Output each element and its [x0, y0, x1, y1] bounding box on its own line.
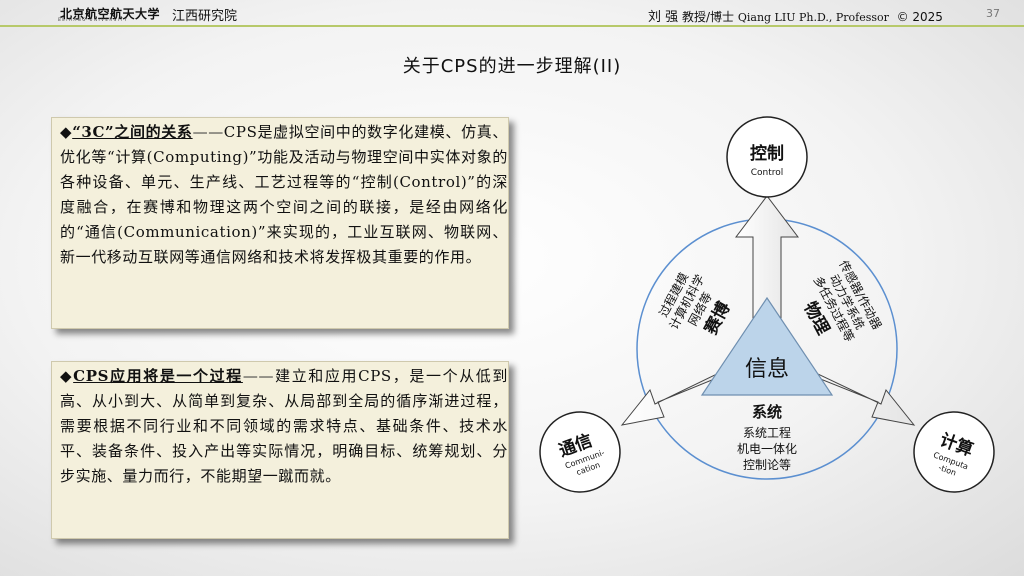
- communication-node: [539, 411, 621, 493]
- author-english: Qiang LIU Ph.D., Professor: [737, 11, 889, 24]
- paragraph-heading: CPS应用将是一个过程: [73, 367, 243, 385]
- dash: ——: [192, 123, 224, 141]
- copyright: © 2025: [896, 10, 943, 24]
- text-box-3c-relationship: ◆“3C”之间的关系——CPS是虚拟空间中的数字化建模、仿真、优化等“计算(Co…: [51, 117, 509, 329]
- dash: ——: [242, 367, 275, 385]
- center-label: 信息: [745, 357, 789, 382]
- paragraph: ◆CPS应用将是一个过程——建立和应用CPS，是一个从低到高、从小到大、从简单到…: [52, 362, 508, 489]
- control-node: [726, 116, 808, 198]
- header-divider: [0, 25, 1024, 27]
- institute-name: 江西研究院: [172, 9, 238, 24]
- system-line-2: 机电一体化: [737, 442, 797, 456]
- slide-title: 关于CPS的进一步理解(II): [402, 56, 622, 77]
- center-triangle: [700, 296, 834, 396]
- page-number: 37: [986, 7, 1000, 20]
- system-line-3: 控制论等: [743, 458, 791, 472]
- computation-node: [913, 411, 995, 493]
- university-logo: 北京航空航天大学: [60, 7, 161, 21]
- cps-3c-diagram: 信息 控制 Control 通信 Communi- cation 计算 Comp…: [539, 116, 995, 493]
- paragraph-heading: “3C”之间的关系: [72, 123, 193, 141]
- author-name: 刘 强: [648, 10, 679, 25]
- paragraph-body: CPS是虚拟空间中的数字化建模、仿真、优化等“计算(Computing)”功能及…: [60, 123, 508, 266]
- control-label-en: Control: [751, 168, 784, 178]
- system-label: 系统: [752, 403, 782, 421]
- diamond-bullet-icon: ◆: [60, 123, 73, 141]
- university-logo-subtext: BEIHANG UNIVERSITY: [58, 17, 129, 22]
- header-bar: 北京航空航天大学 BEIHANG UNIVERSITY 江西研究院 刘 强 教授…: [0, 0, 1024, 26]
- text-box-cps-process: ◆CPS应用将是一个过程——建立和应用CPS，是一个从低到高、从小到大、从简单到…: [51, 361, 509, 539]
- system-line-1: 系统工程: [743, 425, 791, 440]
- author-title: 教授/博士: [681, 10, 735, 24]
- diamond-bullet-icon: ◆: [60, 367, 74, 385]
- control-label-cn: 控制: [750, 143, 784, 164]
- paragraph-body: 建立和应用CPS，是一个从低到高、从小到大、从简单到复杂、从局部到全局的循序渐进…: [60, 367, 509, 485]
- author-info: 刘 强 教授/博士 Qiang LIU Ph.D., Professor © 2…: [648, 6, 943, 25]
- paragraph: ◆“3C”之间的关系——CPS是虚拟空间中的数字化建模、仿真、优化等“计算(Co…: [52, 118, 508, 270]
